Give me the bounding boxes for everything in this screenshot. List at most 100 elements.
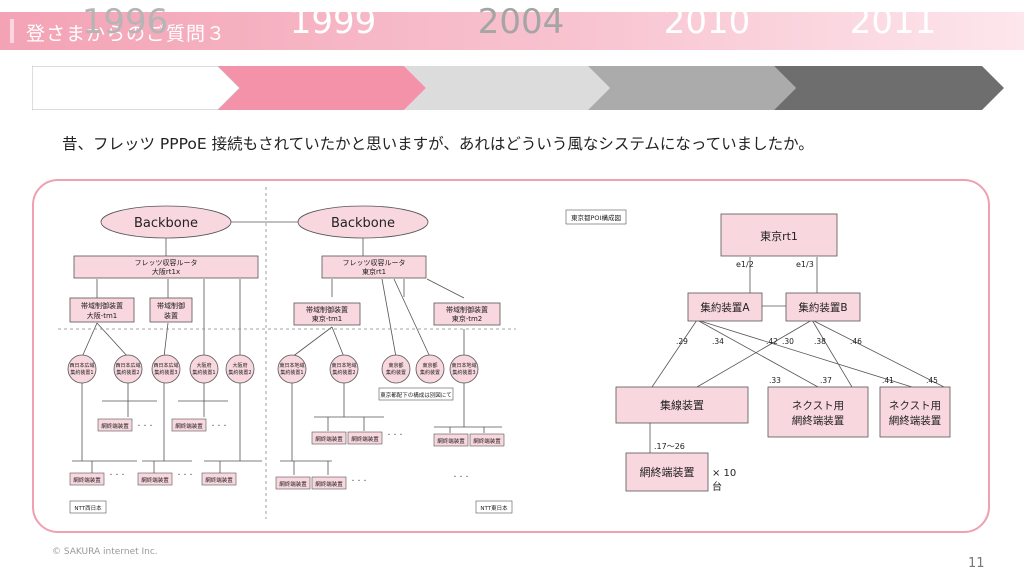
ip-42: .42 [766,337,778,346]
agg-osaka-2-line2: 集約装置2 [228,369,251,376]
agg-west-3-line1: 西日本広域 [153,362,178,369]
term-box-l3-label: 網終端装置 [73,476,101,484]
ip-30: .30 [782,337,794,346]
next-term-1-line1: ネクスト用 [792,400,844,412]
term-box-l5-label: 網終端装置 [205,476,233,484]
agg-osaka-2 [225,354,255,384]
agg-b-label: 集約装置B [798,301,847,314]
agg-east-2-line2: 集約装置2 [332,369,355,376]
router-osaka-line2: 大阪rt1x [152,267,180,276]
dots-4: ・・・ [176,472,194,479]
tokyo-rt1-label: 東京rt1 [760,229,798,243]
ip-38: .38 [814,337,826,346]
network-diagrams: Backbone Backbone フレッツ収容ルータ 大阪rt1x フレッツ収… [58,187,951,519]
note-text: 東京都配下の構成は別図にて [380,391,452,399]
ntt-east-label: NTT東日本 [480,504,508,512]
timeline-segment-1999 [218,66,426,110]
router-tokyo-line2: 東京rt1 [362,267,386,276]
agg-a-box [687,292,763,322]
term-box-main-label: 網終端装置 [640,465,695,479]
copyright: © SAKURA internet Inc. [52,547,158,557]
term-box-l4-label: 網終端装置 [141,476,169,484]
term-box-l1 [97,418,133,432]
agg-east-2 [329,354,359,384]
agg-west-1 [67,354,97,384]
bw-osaka-tm1 [69,297,135,323]
term-box-l2-label: 網終端装置 [175,422,203,430]
ntt-west-box [69,500,107,514]
agg-west-1-line2: 集約装置1 [70,369,93,376]
count-line1: × 10 [712,468,736,479]
count-line2: 台 [712,480,722,493]
bw-osaka-2 [149,297,193,323]
agg-right-group: 東日本地域 集約装置1 東日本地域 集約装置2 東京都 集約装置 東京都 集約装… [277,354,479,384]
agg-osaka-1-line2: 集約装置1 [192,369,215,376]
agg-west-3 [151,354,181,384]
term-box-r6 [311,476,347,490]
agg-west-1-line1: 西日本広域 [69,362,94,369]
agg-east-2-line1: 東日本地域 [331,362,356,369]
agg-east-3-line2: 集約装置3 [452,369,475,376]
agg-east-3 [449,354,479,384]
next-term-1-box [767,386,869,438]
agg-east-1-line2: 集約装置1 [280,369,303,376]
term-box-l1-label: 網終端装置 [101,422,129,430]
year-1999: 1999 [289,2,377,42]
range-label: .17〜26 [654,442,685,451]
dots-1: ・・・ [136,423,154,430]
slide-title: 登さまからのご質問３ [26,23,227,45]
agg-tokyo-1-line1: 東京都 [388,362,403,369]
backbone-left-label: Backbone [134,216,198,231]
agg-left-group: 西日本広域 集約装置1 西日本広域 集約装置2 西日本広域 集約装置3 大阪府 … [67,354,255,384]
agg-east-3-line1: 東日本地域 [451,362,476,369]
ntt-east-box [475,500,513,514]
backbone-right [297,205,429,239]
ntt-west-label: NTT西日本 [74,504,102,512]
dots-6: ・・・ [452,474,470,481]
backbone-right-label: Backbone [331,216,395,231]
term-box-r5-label: 網終端装置 [279,480,307,488]
bw-tokyo-tm1-line1: 帯域制御装置 [306,305,348,314]
bw-osaka-tm1-line2: 大阪-tm1 [87,311,118,320]
ip-29: .29 [676,337,688,346]
tokyo-rt1-box [720,213,838,257]
year-1996: 1996 [81,2,169,42]
timeline-segment-2010 [588,66,796,110]
poi-caption: 東京都POI構成図 [571,213,621,222]
backbone-left [100,205,232,239]
concentrator-label: 集線装置 [660,398,704,412]
term-box-r4-label: 網終端装置 [473,437,501,445]
note-box [378,387,454,401]
next-term-1-line2: 網終端装置 [792,414,845,427]
year-2010: 2010 [663,2,751,42]
term-box-r5 [275,476,311,490]
term-box-r4 [469,433,505,447]
term-box-r3-label: 網終端装置 [437,437,465,445]
agg-osaka-1 [189,354,219,384]
term-box-l5 [201,472,237,486]
agg-tokyo-1 [381,354,411,384]
agg-east-1-line1: 東日本地域 [279,362,304,369]
dots-7: ・・・ [350,478,368,485]
agg-osaka-2-line1: 大阪府 [232,362,247,369]
router-tokyo [321,255,427,279]
dots-5: ・・・ [386,432,404,439]
port-e1-3: e1/3 [796,260,814,269]
poi-caption-box [565,209,627,225]
term-box-r1-label: 網終端装置 [315,435,343,443]
ip-37: .37 [820,376,832,385]
agg-a-label: 集約装置A [700,301,750,314]
next-term-2-line2: 網終端装置 [889,414,942,427]
ip-45: .45 [926,376,938,385]
port-e1-2: e1/2 [736,260,754,269]
bw-osaka-2-line2: 装置 [164,311,178,320]
timeline [32,66,1004,110]
router-osaka [73,255,259,279]
next-term-2-box [879,386,951,438]
agg-osaka-1-line1: 大阪府 [196,362,211,369]
agg-b-box [785,292,861,322]
year-2004: 2004 [477,2,565,42]
ip-46: .46 [850,337,862,346]
agg-tokyo-1-line2: 集約装置 [386,369,406,376]
term-box-r2 [347,431,383,445]
